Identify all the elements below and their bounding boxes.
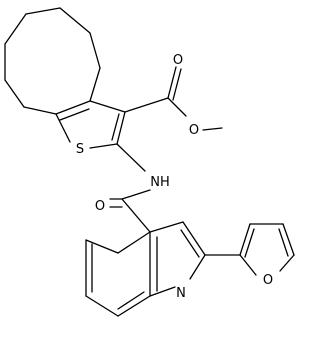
bond xyxy=(239,223,251,256)
atom-label-carbonyl-oxygen: O xyxy=(173,53,183,68)
bond xyxy=(121,198,151,233)
bond xyxy=(167,97,187,117)
bond xyxy=(116,143,146,172)
bond xyxy=(172,68,182,101)
bond xyxy=(117,231,151,254)
atom-label-quinoline-nitrogen: N xyxy=(176,286,186,301)
bond xyxy=(180,229,200,258)
bond xyxy=(89,32,101,69)
atom-label-furan-oxygen: O xyxy=(263,273,273,288)
bond xyxy=(25,7,61,15)
atom-label-amide-nitrogen: NH xyxy=(150,175,170,190)
bond xyxy=(149,286,176,297)
bond xyxy=(239,254,257,276)
bond xyxy=(55,113,71,143)
atom-labels: O O S NH O N O xyxy=(76,53,273,301)
molecule-canvas: O O S NH O N O xyxy=(4,7,295,317)
bond xyxy=(55,100,91,115)
atom-label-amide-oxygen: O xyxy=(95,199,105,214)
atom-label-ester-oxygen: O xyxy=(189,123,199,138)
bond xyxy=(202,127,223,131)
bond xyxy=(279,254,295,272)
bond xyxy=(89,67,101,102)
atom-label-thiophene-sulfur: S xyxy=(76,142,84,157)
bond xyxy=(282,223,295,256)
bond xyxy=(85,239,119,254)
structure-diagram: O O S NH O N O xyxy=(4,7,295,317)
bond xyxy=(167,66,177,99)
bond xyxy=(23,106,57,115)
bond xyxy=(59,108,90,121)
bonds xyxy=(4,7,295,317)
bond xyxy=(111,113,120,141)
bond xyxy=(124,97,169,113)
bond xyxy=(117,295,151,317)
bond xyxy=(117,291,145,310)
bond xyxy=(116,111,126,145)
bond xyxy=(89,143,118,149)
bond xyxy=(189,254,206,280)
bond xyxy=(4,13,27,45)
bond xyxy=(89,100,126,113)
bond xyxy=(182,221,206,256)
bond xyxy=(85,295,119,317)
bond xyxy=(121,189,151,200)
bond xyxy=(59,7,91,34)
bond xyxy=(4,79,25,108)
bond xyxy=(244,228,255,258)
bond xyxy=(278,228,289,257)
bond xyxy=(149,221,184,233)
